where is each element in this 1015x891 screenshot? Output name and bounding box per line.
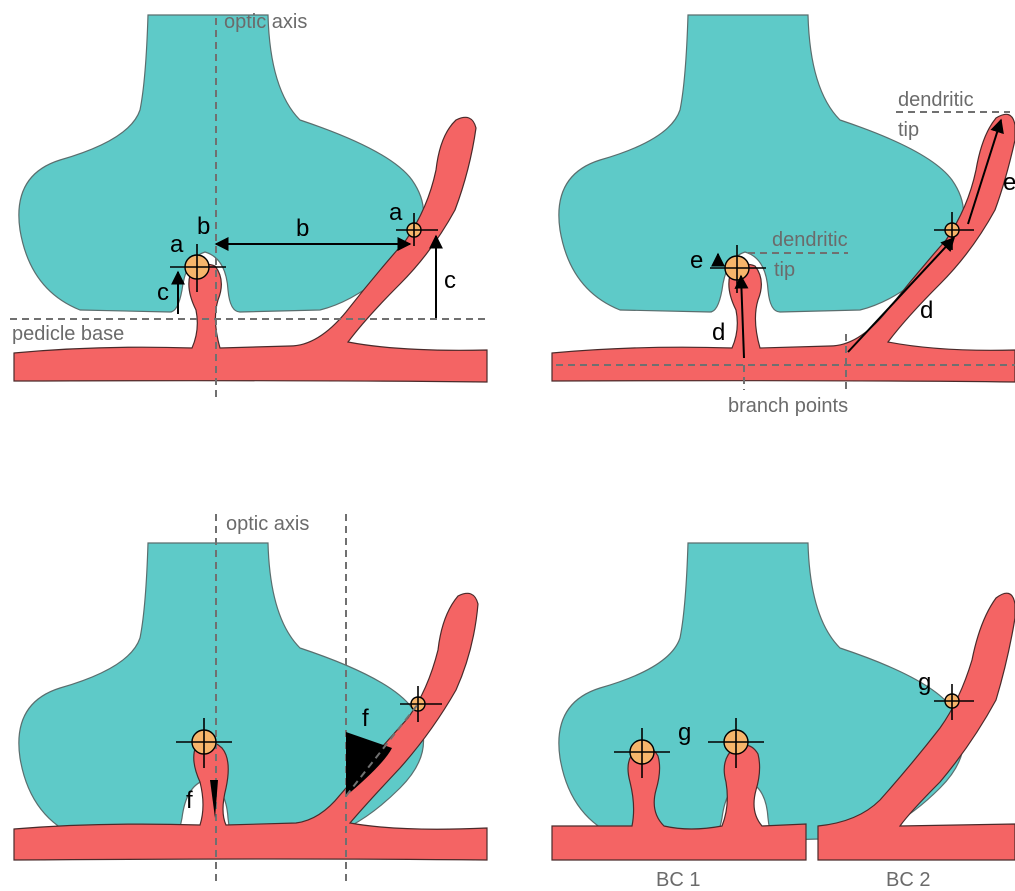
panel-bottom-right: g g BC 1 BC 2 [552, 543, 1015, 891]
panel-top-right: branch points dendritic tip dendritic ti… [552, 15, 1015, 417]
bc1-label: BC 1 [656, 869, 700, 891]
dendritic-tip-label-2b: tip [898, 119, 919, 141]
label-f-1: f [362, 705, 369, 732]
dendritic-tip-label-1b: tip [774, 259, 795, 281]
label-d-2: d [920, 297, 933, 324]
bc2-label: BC 2 [886, 869, 930, 891]
panel-bottom-left: optic axis f f [14, 513, 487, 885]
dendritic-tip-label-2: dendritic [898, 89, 974, 111]
label-g-1: g [678, 719, 691, 746]
label-b-1: b [197, 213, 210, 240]
dendritic-tip-label-1: dendritic [772, 229, 848, 251]
label-c-1: c [157, 279, 169, 306]
label-a-1: a [170, 231, 184, 258]
label-d-1: d [712, 319, 725, 346]
label-e-2: e [1003, 169, 1015, 196]
optic-axis-label: optic axis [224, 11, 307, 33]
label-g-2: g [918, 669, 931, 696]
optic-axis-label: optic axis [226, 513, 309, 535]
branch-points-label: branch points [728, 395, 848, 417]
label-c-2: c [444, 267, 456, 294]
label-b-2: b [296, 215, 309, 242]
pedicle-base-label: pedicle base [12, 323, 124, 345]
label-f-2: f [186, 787, 193, 814]
label-a-2: a [389, 199, 403, 226]
panel-top-left: optic axis pedicle base a b b a c c [10, 11, 487, 400]
label-e-1: e [690, 247, 703, 274]
